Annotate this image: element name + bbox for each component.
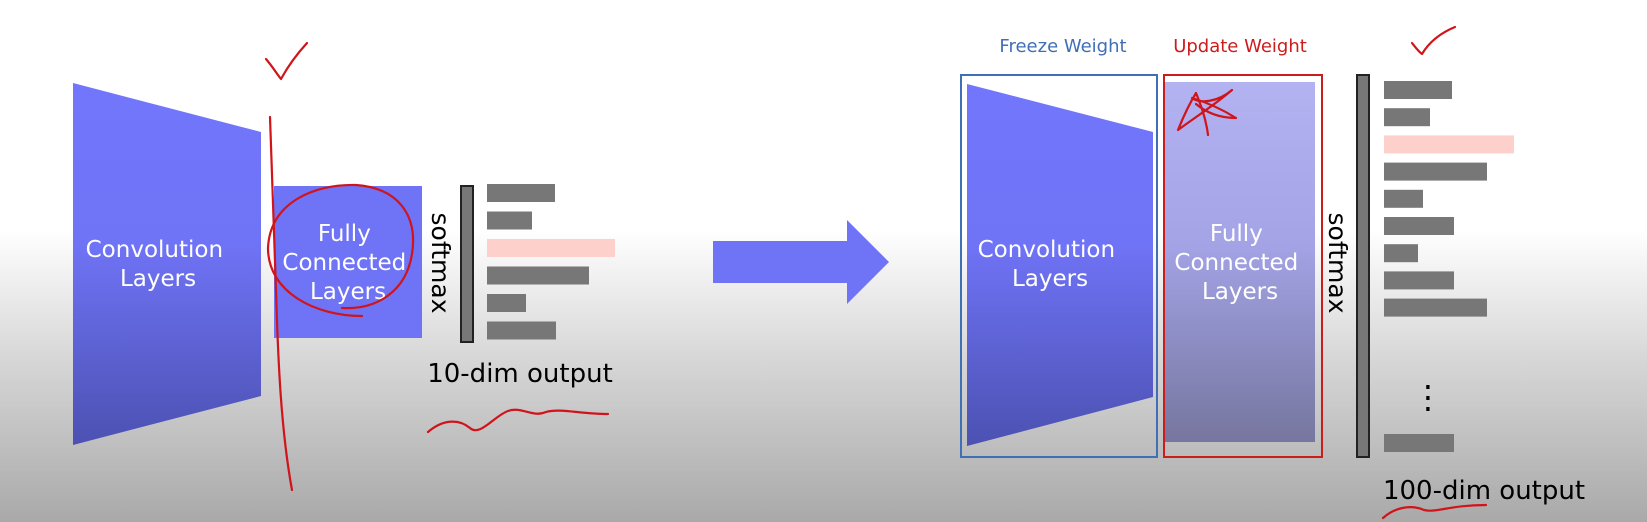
handwritten-annotations xyxy=(264,25,1488,520)
right-output-bar xyxy=(1384,189,1423,208)
left-output-bar xyxy=(487,321,556,340)
right-softmax-label: softmax xyxy=(1323,213,1352,314)
right-output-bar xyxy=(1384,135,1514,154)
right-network: Freeze Weight Update Weight Convolution … xyxy=(960,36,1585,506)
left-output-bar xyxy=(487,184,555,202)
freeze-weight-label: Freeze Weight xyxy=(999,36,1126,57)
right-fc-block xyxy=(1165,82,1315,442)
left-softmax-bar xyxy=(460,185,474,343)
left-output-label: 10-dim output xyxy=(427,359,613,389)
left-fc-label: Fully Connected Layers xyxy=(282,221,413,305)
checkmark-icon-right xyxy=(1410,25,1457,56)
circle-around-fc xyxy=(266,183,415,318)
left-output-bar xyxy=(487,239,615,257)
left-conv-label: Convolution Layers xyxy=(86,237,231,292)
right-output-bar xyxy=(1384,162,1487,181)
right-output-bar xyxy=(1384,271,1454,290)
update-weight-label: Update Weight xyxy=(1173,36,1307,57)
checkmark-icon xyxy=(264,41,309,81)
right-output-bars xyxy=(1384,81,1514,452)
right-fc-label: Fully Connected Layers xyxy=(1174,221,1305,305)
right-softmax-bar xyxy=(1356,74,1370,458)
squiggle-underline-left xyxy=(426,408,610,434)
right-output-bar xyxy=(1384,81,1452,99)
left-fc-block xyxy=(274,186,422,338)
right-output-bar xyxy=(1384,244,1418,263)
right-output-bar xyxy=(1384,298,1487,317)
output-ellipsis: ⋮ xyxy=(1412,378,1444,416)
right-conv-block xyxy=(967,84,1153,446)
right-output-label: 100-dim output xyxy=(1383,476,1585,506)
left-network: Convolution Layers Fully Connected Layer… xyxy=(73,83,615,445)
left-output-bar xyxy=(487,266,589,285)
left-output-bar xyxy=(487,211,532,230)
left-output-bars xyxy=(487,184,615,340)
left-conv-block xyxy=(73,83,261,445)
vertical-cut-line xyxy=(268,115,294,492)
right-output-bar xyxy=(1384,108,1430,127)
left-softmax-label: softmax xyxy=(426,213,455,314)
right-conv-label: Convolution Layers xyxy=(978,237,1123,292)
freeze-box xyxy=(960,74,1158,458)
right-output-bar xyxy=(1384,217,1454,235)
star-icon xyxy=(1176,88,1238,137)
right-output-bar xyxy=(1384,434,1454,452)
transfer-arrow xyxy=(713,220,889,304)
left-output-bar xyxy=(487,294,526,312)
squiggle-underline-right xyxy=(1381,503,1488,520)
update-box xyxy=(1163,74,1323,458)
